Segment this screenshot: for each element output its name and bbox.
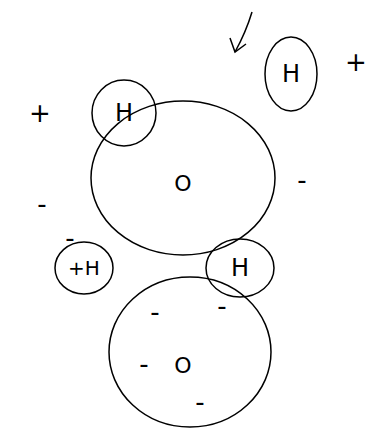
hydrogen-atom: H	[264, 36, 318, 112]
atom-symbol: +H	[68, 258, 100, 278]
charge-sign: -	[37, 191, 46, 217]
atom-outline	[92, 80, 156, 146]
atom-symbol: O	[174, 355, 191, 377]
hydrogen-atom: H	[205, 238, 275, 298]
charge-sign: -	[139, 351, 148, 377]
charge-sign: -	[65, 225, 74, 251]
atom-outline	[206, 239, 274, 297]
hydrogen-atom: +H	[54, 241, 114, 295]
oxygen-atom: O----	[108, 276, 272, 428]
charge-sign: -	[150, 299, 159, 325]
atom-outline	[265, 37, 317, 111]
atom-symbol: H	[115, 101, 133, 125]
charge-sign: +	[345, 49, 367, 75]
charge-sign: -	[217, 293, 226, 319]
atom-symbol: H	[231, 256, 249, 280]
atom-symbol: O	[174, 173, 191, 195]
atom-outline	[109, 277, 271, 427]
atom-outline	[91, 101, 275, 255]
hydrogen-atom: H	[91, 79, 157, 147]
charge-sign: -	[297, 167, 306, 193]
atom-outline	[55, 242, 113, 294]
charge-sign: -	[195, 389, 204, 415]
charge-sign: +	[29, 100, 51, 126]
atom-outline	[108, 276, 272, 428]
atom-symbol: H	[282, 62, 300, 86]
pointer-arrow-head	[230, 38, 246, 52]
